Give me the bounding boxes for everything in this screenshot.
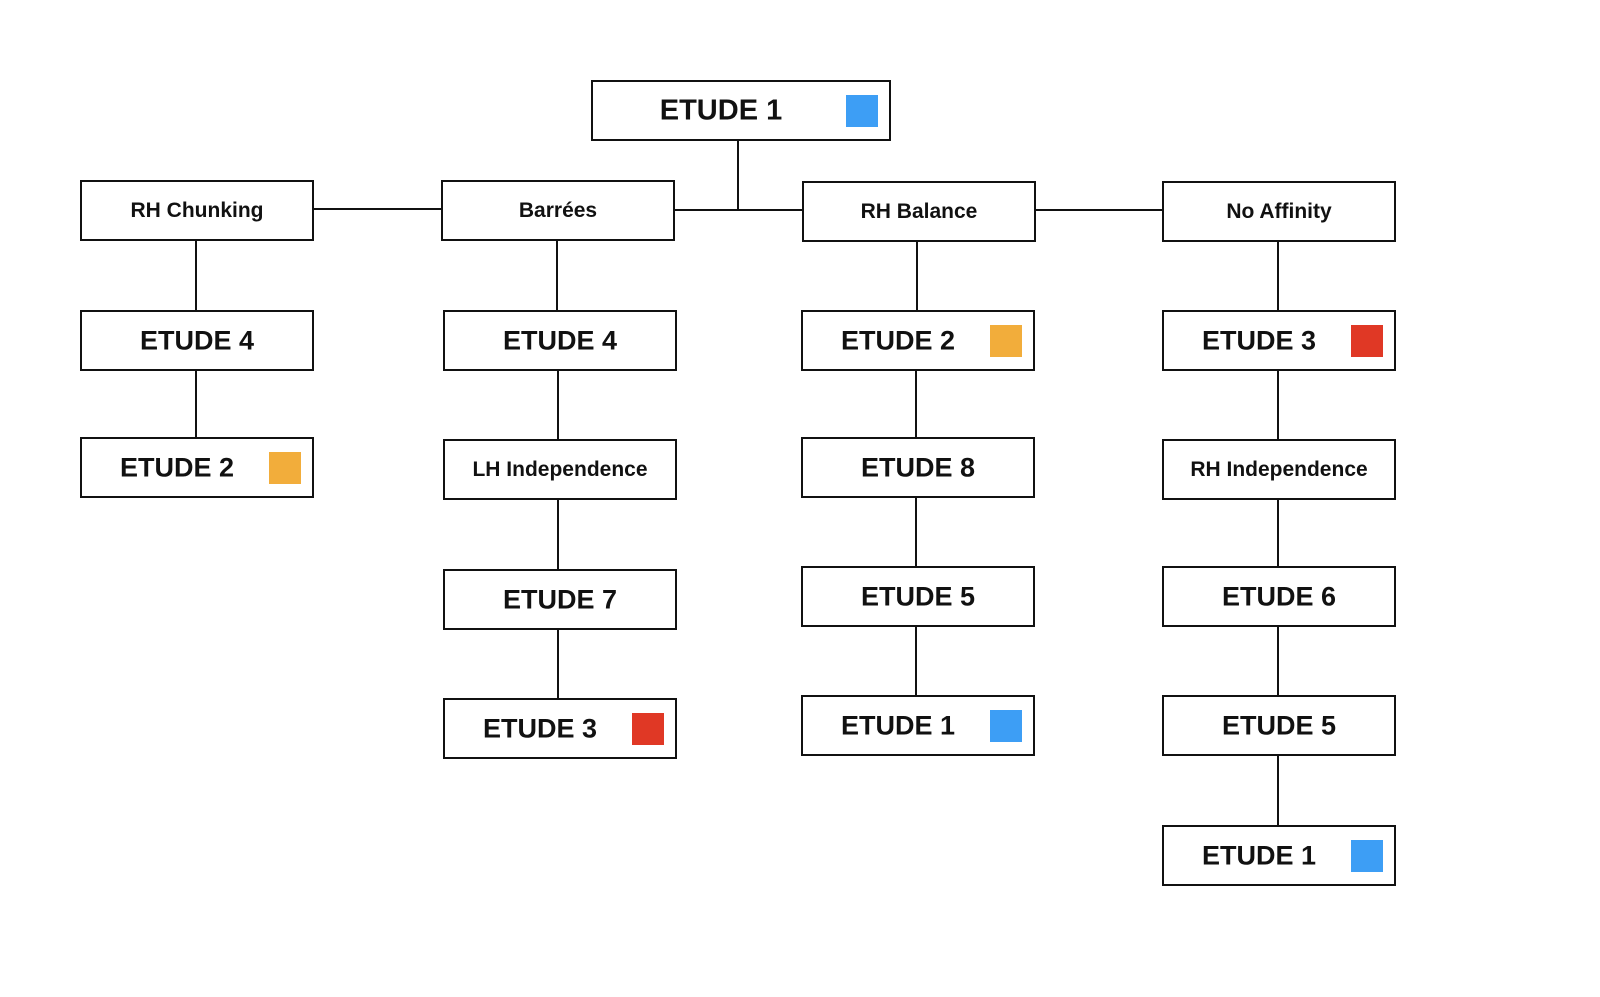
- etude-node: ETUDE 2: [801, 310, 1035, 371]
- category-label: RH Chunking: [130, 198, 264, 222]
- root-node-label: ETUDE 1: [659, 94, 783, 126]
- category-node-lh-independence: LH Independence: [443, 439, 677, 500]
- connector-col3-d: [915, 627, 917, 696]
- connector-col2-c: [557, 500, 559, 570]
- connector-balance-noaffinity: [1035, 209, 1164, 211]
- category-label: RH Independence: [1190, 457, 1368, 481]
- connector-col2-a: [556, 241, 558, 311]
- etude-node: ETUDE 6: [1162, 566, 1396, 627]
- etude-label: ETUDE 5: [1221, 710, 1337, 740]
- etude-label: ETUDE 3: [1201, 325, 1317, 355]
- category-label: RH Balance: [860, 199, 978, 223]
- etude-node: ETUDE 2: [80, 437, 314, 498]
- red-marker: [632, 712, 664, 745]
- etude-node: ETUDE 7: [443, 569, 677, 630]
- connector-col4-b: [1277, 371, 1279, 440]
- category-node-rh-balance: RH Balance: [802, 181, 1036, 242]
- etude-node: ETUDE 5: [801, 566, 1035, 627]
- orange-marker: [269, 451, 301, 484]
- connector-col3-a: [916, 241, 918, 311]
- connector-chunking-barrees: [314, 208, 443, 210]
- connector-col1-a: [195, 241, 197, 311]
- blue-marker: [1351, 839, 1383, 872]
- category-node-rh-independence: RH Independence: [1162, 439, 1396, 500]
- etude-label: ETUDE 2: [119, 452, 235, 482]
- etude-node: ETUDE 1: [1162, 825, 1396, 886]
- etude-label: ETUDE 8: [860, 452, 976, 482]
- etude-label: ETUDE 7: [502, 584, 618, 614]
- etude-label: ETUDE 3: [482, 713, 598, 743]
- etude-label: ETUDE 2: [840, 325, 956, 355]
- category-node-barrees: Barrées: [441, 180, 675, 241]
- etude-node: ETUDE 1: [801, 695, 1035, 756]
- etude-node: ETUDE 5: [1162, 695, 1396, 756]
- connector-col4-e: [1277, 756, 1279, 826]
- etude-node: ETUDE 8: [801, 437, 1035, 498]
- category-label: Barrées: [518, 198, 598, 222]
- root-node: ETUDE 1: [591, 80, 891, 141]
- connector-col4-a: [1277, 241, 1279, 311]
- category-label: LH Independence: [472, 457, 648, 481]
- etude-label: ETUDE 4: [502, 325, 618, 355]
- connector-col1-b: [195, 371, 197, 437]
- blue-marker: [846, 94, 878, 127]
- category-node-rh-chunking: RH Chunking: [80, 180, 314, 241]
- connector-col3-b: [915, 371, 917, 438]
- etude-label: ETUDE 1: [840, 710, 956, 740]
- category-node-no-affinity: No Affinity: [1162, 181, 1396, 242]
- connector-col2-b: [557, 371, 559, 440]
- etude-node: ETUDE 3: [443, 698, 677, 759]
- connector-col4-d: [1277, 627, 1279, 696]
- etude-node: ETUDE 4: [443, 310, 677, 371]
- etude-label: ETUDE 6: [1221, 581, 1337, 611]
- etude-node: ETUDE 4: [80, 310, 314, 371]
- blue-marker: [990, 709, 1022, 742]
- connector-root-down: [737, 141, 739, 211]
- connector-col3-c: [915, 498, 917, 567]
- connector-col2-d: [557, 629, 559, 699]
- orange-marker: [990, 324, 1022, 357]
- etude-node: ETUDE 3: [1162, 310, 1396, 371]
- category-label: No Affinity: [1226, 199, 1332, 223]
- connector-col4-c: [1277, 500, 1279, 567]
- connector-barrees-balance: [675, 209, 803, 211]
- red-marker: [1351, 324, 1383, 357]
- etude-label: ETUDE 4: [139, 325, 255, 355]
- etude-label: ETUDE 5: [860, 581, 976, 611]
- etude-label: ETUDE 1: [1201, 840, 1317, 870]
